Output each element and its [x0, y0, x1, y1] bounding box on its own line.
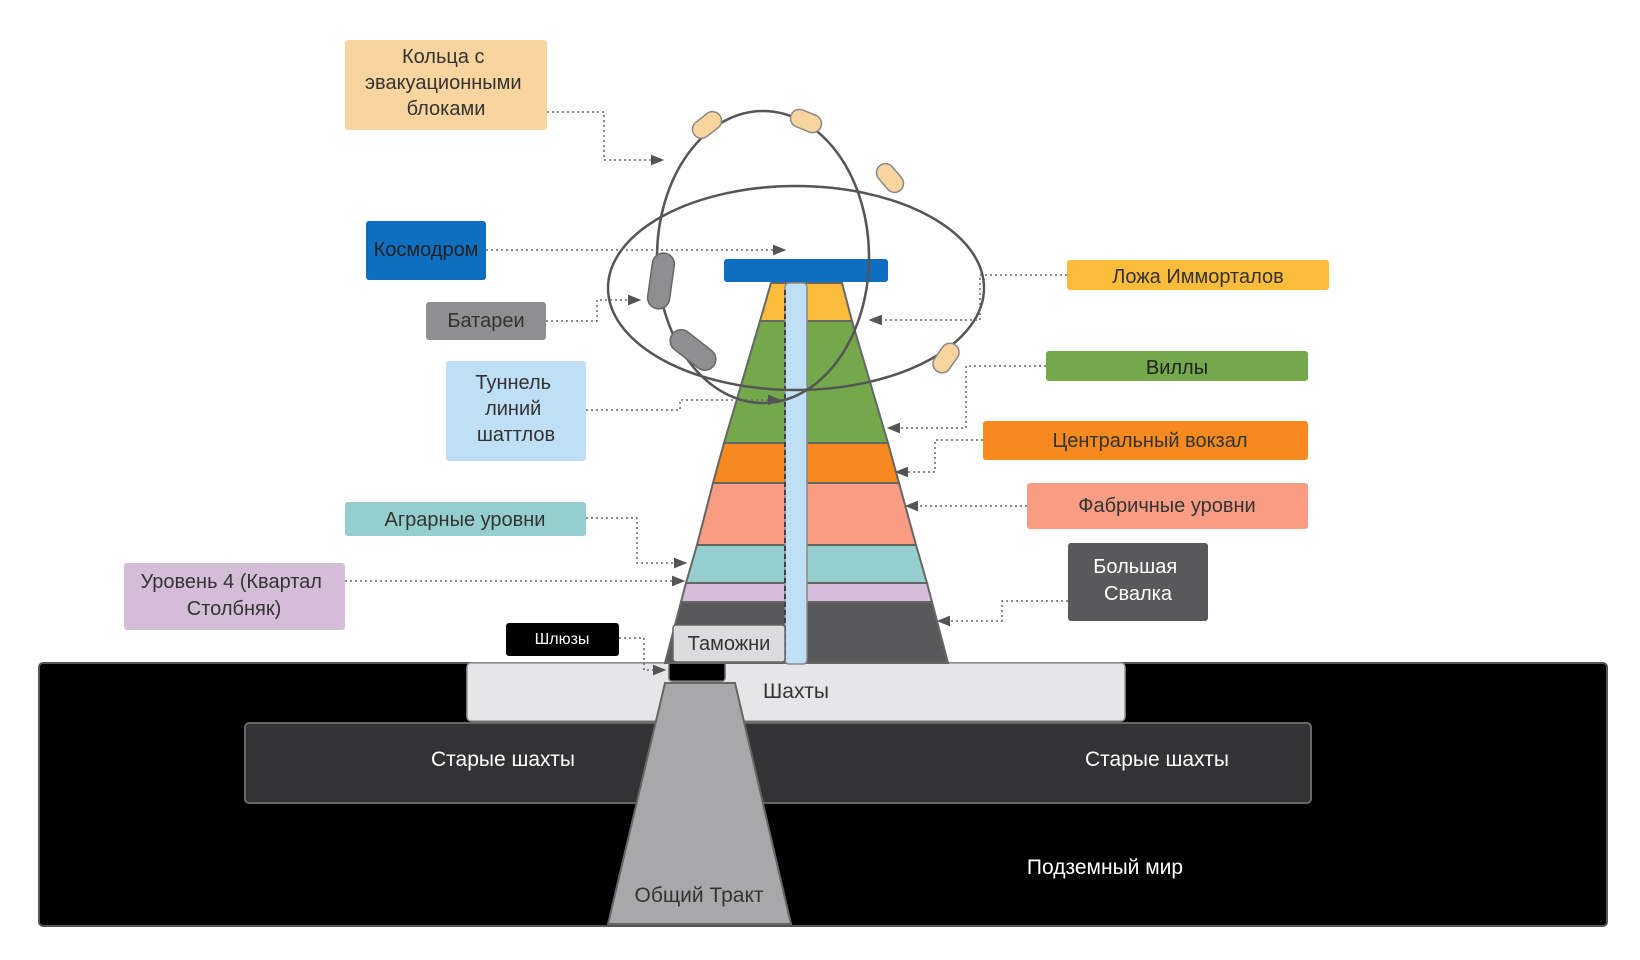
- old-mines-right-text: Старые шахты: [1085, 748, 1229, 771]
- customs-text: Таможни: [688, 633, 771, 655]
- connector-villas: [886, 365, 1046, 434]
- legend-station-box: [983, 421, 1308, 460]
- legend-batteries-text: Батареи: [447, 310, 524, 332]
- legend-villas-box: [1046, 351, 1308, 381]
- legend-dump-text: Большая Свалка: [1093, 556, 1182, 605]
- legend-dump-line-1: Большая: [1093, 556, 1177, 578]
- legend-factory-text: Фабричные уровни: [1078, 495, 1255, 517]
- customs-box: [672, 624, 786, 663]
- old-mines-left-text: Старые шахты: [431, 748, 575, 771]
- battery-2: [669, 329, 717, 371]
- legend-rings-line-2: эвакуационными: [365, 72, 522, 94]
- legend-agrarian-box: [345, 502, 586, 536]
- legend-tunnel-line-1: Туннель: [475, 372, 551, 394]
- connector-station: [894, 439, 983, 478]
- legend-villas-text: Виллы: [1146, 357, 1208, 379]
- legend-locks-text: Шлюзы: [535, 631, 590, 648]
- connector-batteries: [546, 294, 642, 322]
- connector-locks: [619, 637, 667, 676]
- legend-tunnel-box: [446, 361, 586, 461]
- legend-rings-line-1: Кольца с: [402, 46, 485, 68]
- legend-tunnel-line-2: линий: [485, 398, 541, 420]
- legend-tunnel-text: Туннель линий шаттлов: [475, 372, 556, 446]
- legend-rings-text: Кольца с эвакуационными блоками: [365, 46, 527, 120]
- legend-level4-text: Уровень 4 (Квартал Столбняк): [140, 571, 327, 620]
- connector-agrarian: [586, 517, 688, 569]
- evacuation-block-4: [932, 342, 960, 374]
- connectors: [345, 111, 1068, 676]
- connector-rings: [547, 111, 665, 166]
- evacuation-block-3: [875, 162, 905, 194]
- cosmodrome-platform: [724, 259, 888, 282]
- locks-hatch: [668, 661, 726, 682]
- legend-tunnel-line-3: шаттлов: [477, 424, 555, 446]
- evacuation-block-2: [789, 108, 823, 134]
- common-tract-block: [606, 682, 793, 925]
- connector-tunnel: [586, 394, 782, 411]
- legend-dump-box: [1068, 543, 1208, 621]
- legend-immortals-box: [1067, 260, 1329, 290]
- legend-rings-line-3: блоками: [407, 98, 486, 120]
- common-tract-text: Общий Тракт: [635, 884, 764, 907]
- legend-dump-line-2: Свалка: [1104, 583, 1173, 605]
- legend-cosmodrome-text: Космодром: [374, 239, 479, 261]
- legend-immortals-text: Ложа Имморталов: [1112, 266, 1283, 288]
- old-mines-block: [244, 722, 1312, 804]
- legend-level4-line-2: Столбняк): [187, 598, 281, 620]
- evacuation-block-1: [691, 110, 723, 140]
- connector-immortals: [868, 274, 1067, 326]
- legend-agrarian-text: Аграрные уровни: [385, 509, 546, 531]
- legend-station-text: Центральный вокзал: [1052, 430, 1247, 452]
- evacuation-ring-2: [606, 184, 986, 392]
- legend-locks-box: [506, 623, 619, 656]
- battery-1: [646, 252, 676, 310]
- legend-batteries-box: [426, 302, 546, 340]
- underworld-text: Подземный мир: [1027, 856, 1183, 879]
- legend-cosmodrome-box: [366, 221, 486, 280]
- legend-level4-box: [124, 563, 345, 630]
- mines-text: Шахты: [763, 680, 829, 703]
- shuttle-tunnel: [784, 282, 808, 665]
- legend-factory-box: [1027, 483, 1308, 529]
- legend-level4-line-1: Уровень 4 (Квартал: [140, 571, 322, 593]
- legend-rings-box: [345, 40, 547, 130]
- connector-dump: [936, 600, 1068, 627]
